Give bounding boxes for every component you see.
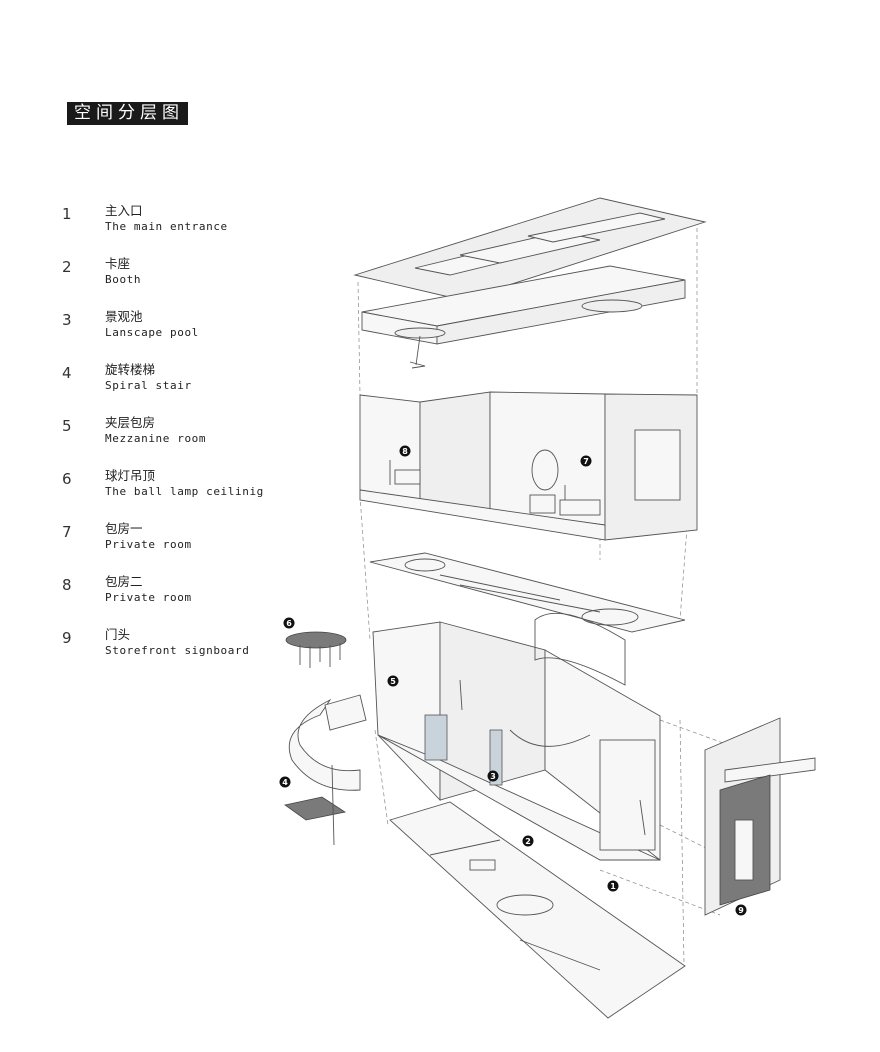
marker-3: 3 bbox=[487, 770, 499, 782]
legend-item: 2 卡座 Booth bbox=[62, 256, 302, 310]
legend-number: 9 bbox=[62, 629, 72, 647]
legend-number: 8 bbox=[62, 576, 72, 594]
marker-label: 2 bbox=[525, 837, 531, 846]
mezzanine-floor-plan bbox=[369, 552, 686, 633]
legend-number: 7 bbox=[62, 523, 72, 541]
marker-label: 5 bbox=[390, 677, 396, 686]
legend-number: 4 bbox=[62, 364, 72, 382]
legend-label-en: Private room bbox=[105, 591, 192, 604]
legend-label-en: Mezzanine room bbox=[105, 432, 207, 445]
legend-label-en: Storefront signboard bbox=[105, 644, 250, 657]
legend-label-zh: 卡座 bbox=[105, 256, 131, 271]
marker-label: 8 bbox=[402, 447, 408, 456]
legend-item: 9 门头 Storefront signboard bbox=[62, 627, 302, 681]
marker-4: 4 bbox=[279, 776, 291, 788]
legend-label-en: Lanscape pool bbox=[105, 326, 199, 339]
legend-item: 5 夹层包房 Mezzanine room bbox=[62, 415, 302, 469]
legend-label-en: The main entrance bbox=[105, 220, 228, 233]
marker-2: 2 bbox=[522, 835, 534, 847]
legend-label-zh: 景观池 bbox=[105, 309, 143, 324]
legend-item: 6 球灯吊顶 The ball lamp ceilinig bbox=[62, 468, 302, 522]
marker-1: 1 bbox=[607, 880, 619, 892]
legend-label-en: Booth bbox=[105, 273, 142, 286]
legend-label-en: The ball lamp ceilinig bbox=[105, 485, 264, 498]
marker-6: 6 bbox=[283, 617, 295, 629]
legend-label-en: Private room bbox=[105, 538, 192, 551]
legend-number: 1 bbox=[62, 205, 72, 223]
marker-8: 8 bbox=[399, 445, 411, 457]
legend-number: 6 bbox=[62, 470, 72, 488]
legend-label-zh: 门头 bbox=[105, 627, 131, 642]
marker-label: 6 bbox=[286, 619, 292, 628]
legend-number: 5 bbox=[62, 417, 72, 435]
legend-label-zh: 夹层包房 bbox=[105, 415, 156, 430]
legend-number: 3 bbox=[62, 311, 72, 329]
ceiling-layer bbox=[353, 197, 707, 369]
legend: 1 主入口 The main entrance 2 卡座 Booth 3 景观池… bbox=[62, 203, 302, 681]
legend-label-zh: 包房一 bbox=[105, 521, 143, 536]
legend-label-zh: 主入口 bbox=[105, 203, 143, 218]
diagram-title: 空间分层图 bbox=[67, 102, 188, 125]
marker-7: 7 bbox=[580, 455, 592, 467]
legend-item: 4 旋转楼梯 Spiral stair bbox=[62, 362, 302, 416]
legend-label-zh: 球灯吊顶 bbox=[105, 468, 156, 483]
legend-label-zh: 旋转楼梯 bbox=[105, 362, 156, 377]
legend-number: 2 bbox=[62, 258, 72, 276]
marker-5: 5 bbox=[387, 675, 399, 687]
ground-floor-plan bbox=[389, 801, 686, 1019]
legend-label-en: Spiral stair bbox=[105, 379, 192, 392]
marker-label: 7 bbox=[583, 457, 589, 466]
legend-item: 8 包房二 Private room bbox=[62, 574, 302, 628]
storefront-signboard bbox=[704, 717, 816, 916]
legend-item: 3 景观池 Lanscape pool bbox=[62, 309, 302, 363]
marker-label: 4 bbox=[282, 778, 288, 787]
spiral-stair bbox=[284, 694, 367, 846]
legend-item: 1 主入口 The main entrance bbox=[62, 203, 302, 257]
marker-label: 1 bbox=[610, 882, 616, 891]
legend-label-zh: 包房二 bbox=[105, 574, 143, 589]
ground-floor-layer bbox=[372, 612, 661, 861]
marker-9: 9 bbox=[735, 904, 747, 916]
marker-label: 3 bbox=[490, 772, 496, 781]
ball-lamp-ceiling bbox=[285, 631, 347, 668]
legend-item: 7 包房一 Private room bbox=[62, 521, 302, 575]
mezzanine-rooms-layer bbox=[359, 391, 698, 541]
marker-label: 9 bbox=[738, 906, 744, 915]
